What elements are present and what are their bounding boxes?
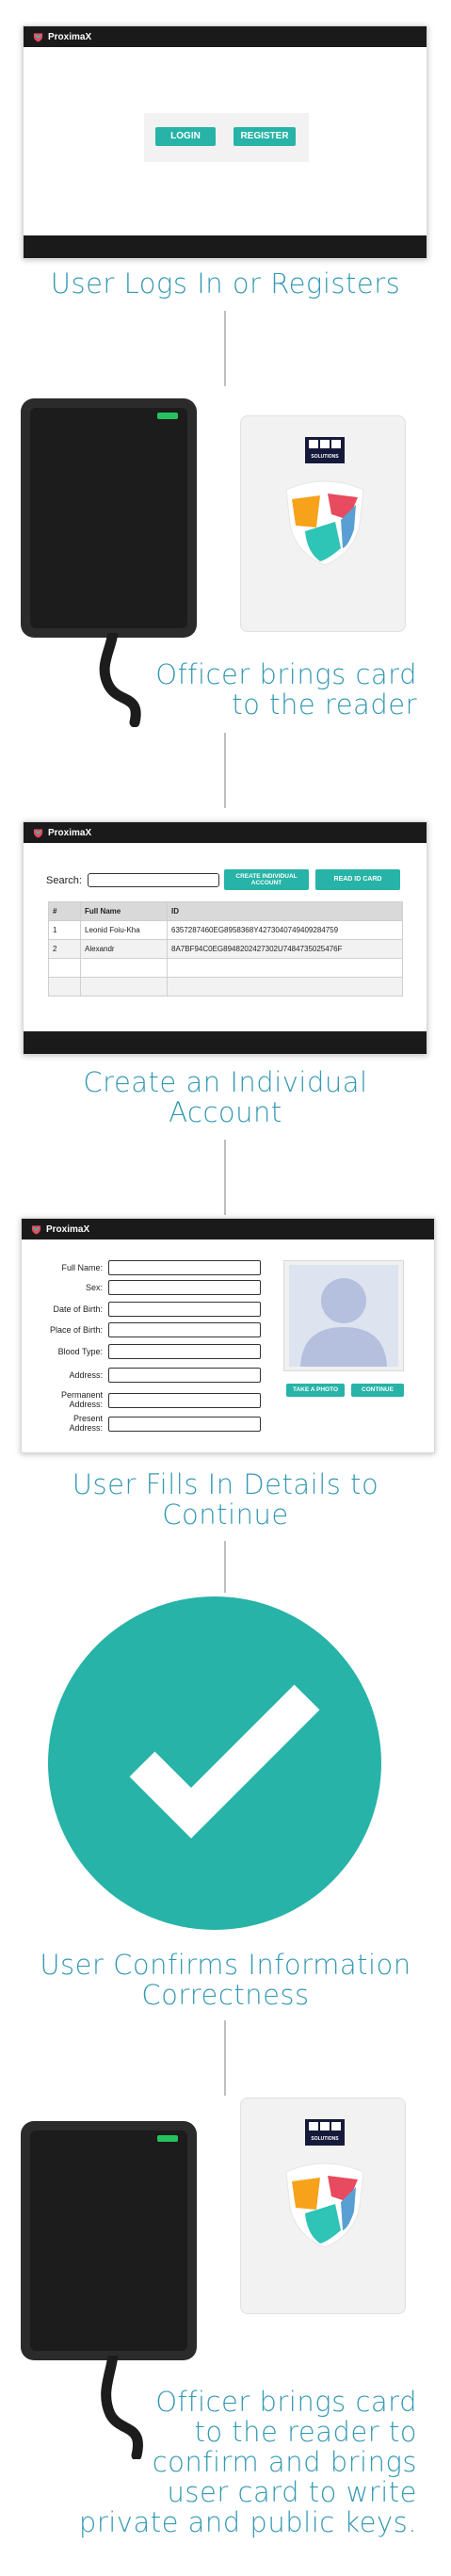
cell-full-name: Alexandr: [80, 939, 168, 959]
step6-caption-line2: to the reader to: [194, 2416, 417, 2448]
connector-5: [224, 2020, 226, 2096]
table-row: [48, 958, 403, 978]
cell-full-name: [80, 958, 168, 978]
connector-4: [224, 1541, 226, 1593]
card-reader-device: [21, 2121, 197, 2360]
app-footer: [24, 235, 427, 258]
connector-1: [224, 311, 226, 386]
permanent-address-field[interactable]: [108, 1393, 261, 1408]
register-button[interactable]: REGISTER: [234, 127, 296, 146]
blood-type-label: Blood Type:: [57, 1347, 103, 1356]
connector-2: [224, 733, 226, 808]
create-individual-account-button[interactable]: CREATE INDIVIDUAL ACCOUNT: [224, 869, 309, 890]
step6-caption-line1: Officer brings card: [155, 2386, 417, 2418]
search-label: Search:: [46, 875, 82, 886]
search-input[interactable]: [88, 873, 219, 887]
checkmark-icon: [48, 1596, 381, 1930]
reader-status-led: [157, 413, 178, 419]
company-logo-label: SOLUTIONS: [311, 2136, 339, 2142]
step2-caption-line2: to the reader: [232, 689, 417, 721]
app-header: ProximaX: [22, 1219, 434, 1239]
proximax-logo-icon: [33, 829, 43, 838]
table-row[interactable]: 1 Leonid Foiu-Kha 6357287460EG8958368Y42…: [48, 920, 403, 940]
step1-caption: User Logs In or Registers: [50, 267, 401, 300]
id-card: SOLUTIONS: [240, 415, 406, 632]
table-row[interactable]: 2 Alexandr 8A7BF94C0EG8948202427302U7484…: [48, 939, 403, 959]
proximax-logo-icon: [31, 1225, 41, 1235]
shield-icon: [285, 480, 364, 566]
place-of-birth-field[interactable]: [108, 1322, 261, 1337]
step4-caption-line2: Continue: [162, 1499, 289, 1531]
col-full-name: Full Name: [80, 901, 168, 921]
company-logo-label: SOLUTIONS: [311, 454, 339, 460]
full-name-label: Full Name:: [61, 1263, 103, 1272]
company-logo: [305, 2119, 345, 2146]
cell-number: 1: [48, 920, 81, 940]
cell-full-name: [80, 977, 168, 996]
details-form: Full Name: Sex: Date of Birth: Place of …: [25, 1260, 270, 1439]
permanent-address-label: Permanent Address:: [60, 1390, 103, 1409]
sex-field[interactable]: [108, 1280, 261, 1295]
login-panel: LOGIN REGISTER: [144, 113, 309, 162]
shield-icon: [285, 2163, 364, 2248]
table-header-row: # Full Name ID: [48, 901, 403, 921]
step2-caption-line1: Officer brings card: [155, 658, 417, 690]
blood-type-field[interactable]: [108, 1344, 261, 1359]
place-of-birth-label: Place of Birth:: [49, 1325, 103, 1335]
reader-screen: [30, 408, 187, 628]
cell-id: 8A7BF94C0EG8948202427302U7484735025476F: [167, 939, 403, 959]
date-of-birth-label: Date of Birth:: [53, 1304, 103, 1314]
reader-cable-icon: [99, 633, 141, 727]
cell-number: [48, 977, 81, 996]
company-logo: [305, 437, 345, 463]
proximax-logo-icon: [33, 33, 43, 42]
read-id-card-button[interactable]: READ ID CARD: [315, 869, 400, 890]
create-account-screen: ProximaX Search: CREATE INDIVIDUAL ACCOU…: [23, 821, 427, 1055]
reader-screen: [30, 2130, 187, 2351]
app-footer: [24, 1031, 427, 1054]
card-reader-device: [21, 398, 197, 638]
id-card: SOLUTIONS: [240, 2098, 406, 2314]
present-address-field[interactable]: [108, 1417, 261, 1432]
login-button[interactable]: LOGIN: [155, 127, 216, 146]
take-photo-button[interactable]: TAKE A PHOTO: [286, 1384, 345, 1397]
step3-caption-line1: Create an Individual: [83, 1066, 368, 1098]
table-row: [48, 977, 403, 996]
cell-id: 6357287460EG8958368Y4273040749409284759: [167, 920, 403, 940]
cell-number: 2: [48, 939, 81, 959]
brand-name: ProximaX: [46, 1223, 90, 1235]
step5-caption-line2: Correctness: [141, 1979, 310, 2011]
app-header: ProximaX: [24, 26, 427, 47]
step4-caption-line1: User Fills In Details to: [72, 1468, 379, 1500]
cell-number: [48, 958, 81, 978]
connector-3: [224, 1140, 226, 1215]
details-form-screen: ProximaX Full Name: Sex: Date of Birth: …: [21, 1218, 435, 1453]
sex-label: Sex:: [85, 1283, 103, 1292]
reader-cable-icon: [101, 2356, 143, 2459]
step6-caption-line5: private and public keys.: [78, 2506, 417, 2538]
continue-button[interactable]: CONTINUE: [351, 1384, 404, 1397]
photo-placeholder: [283, 1260, 404, 1371]
login-screen: ProximaX LOGIN REGISTER: [23, 25, 427, 259]
brand-name: ProximaX: [48, 31, 92, 42]
cell-full-name: Leonid Foiu-Kha: [80, 920, 168, 940]
address-field[interactable]: [108, 1368, 261, 1383]
col-number: #: [48, 901, 81, 921]
brand-name: ProximaX: [48, 827, 92, 838]
reader-status-led: [157, 2135, 178, 2142]
step6-caption-line3: confirm and brings: [152, 2446, 417, 2478]
step5-caption-line1: User Confirms Information: [40, 1949, 411, 1981]
cell-id: [167, 958, 403, 978]
address-label: Address:: [69, 1370, 103, 1380]
col-id: ID: [167, 901, 403, 921]
full-name-field[interactable]: [108, 1260, 261, 1275]
step6-caption-line4: user card to write: [167, 2476, 417, 2508]
user-avatar-icon: [289, 1265, 398, 1367]
date-of-birth-field[interactable]: [108, 1302, 261, 1317]
app-header: ProximaX: [24, 822, 427, 843]
individuals-table: # Full Name ID 1 Leonid Foiu-Kha 6357287…: [48, 901, 403, 996]
present-address-label: Present Address:: [69, 1414, 103, 1433]
step3-caption-line2: Account: [169, 1096, 282, 1128]
cell-id: [167, 977, 403, 996]
